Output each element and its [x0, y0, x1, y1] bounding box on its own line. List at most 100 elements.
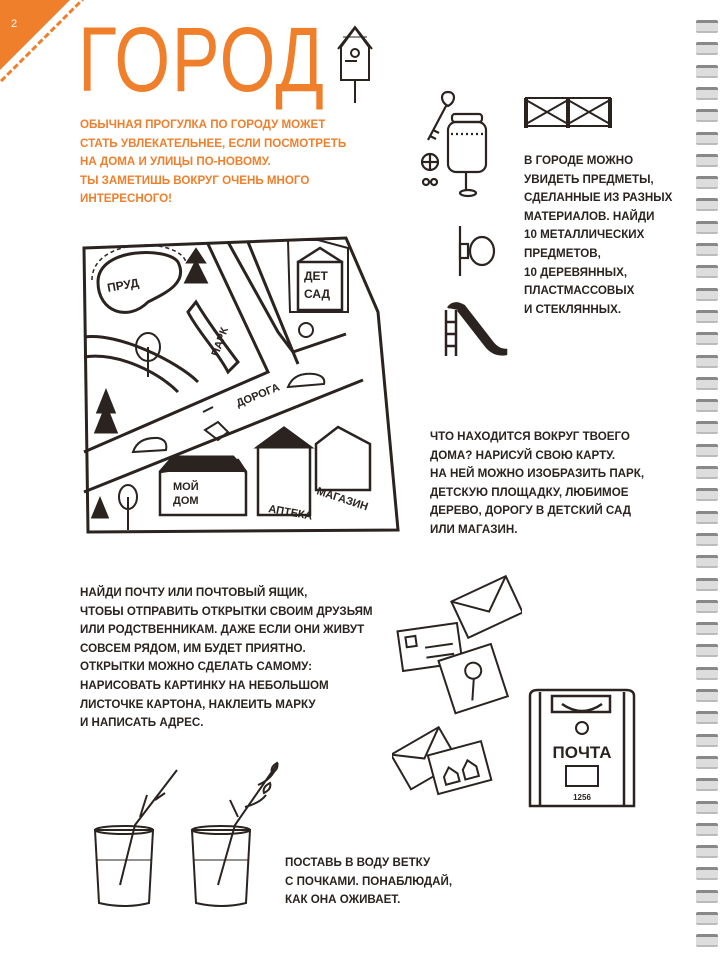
intro-text: ОБЫЧНАЯ ПРОГУЛКА ПО ГОРОДУ МОЖЕТ СТАТЬ УВ…: [80, 116, 346, 209]
fence-icon: [524, 97, 612, 128]
spiral-ring: [696, 421, 718, 435]
spiral-ring: [696, 622, 718, 636]
spiral-ring: [696, 376, 718, 390]
spiral-ring: [696, 934, 718, 948]
branch-task-line: С ПОЧКАМИ. ПОНАБЛЮДАЙ,: [285, 874, 453, 888]
door-knob-icon: [458, 226, 496, 276]
spiral-ring: [696, 778, 718, 792]
post-task-line: ЛИСТОЧКЕ КАРТОНА, НАКЛЕИТЬ МАРКУ: [80, 697, 316, 711]
materials-line: ПЛАСТМАССОВЫХ: [524, 284, 635, 298]
spiral-ring: [696, 845, 718, 859]
intro-line: ИНТЕРЕСНОГО!: [80, 192, 173, 206]
map-label-home: МОЙ: [173, 480, 199, 493]
key-icon: [427, 90, 456, 141]
intro-line: СТАТЬ УВЛЕКАТЕЛЬНЕЕ, ЕСЛИ ПОСМОТРЕТЬ: [80, 136, 347, 150]
map-task-line: ИЛИ МАГАЗИН.: [430, 522, 518, 536]
spiral-ring: [696, 889, 718, 903]
materials-text: В ГОРОДЕ МОЖНО УВИДЕТЬ ПРЕДМЕТЫ, СДЕЛАННЫЕ…: [524, 152, 672, 319]
spiral-ring: [696, 176, 718, 190]
materials-line: УВИДЕТЬ ПРЕДМЕТЫ,: [524, 172, 654, 186]
mailbox-number: 1256: [573, 793, 591, 802]
spiral-ring: [696, 198, 718, 212]
map-task-line: ДЕТСКУЮ ПЛОЩАДКУ, ЛЮБИМОЕ: [430, 485, 629, 499]
spiral-ring: [696, 20, 718, 33]
spiral-ring: [696, 755, 718, 769]
spiral-ring: [696, 733, 718, 747]
spiral-ring: [696, 443, 718, 457]
spiral-ring: [696, 510, 718, 524]
branch-task-line: ПОСТАВЬ В ВОДУ ВЕТКУ: [285, 856, 431, 869]
spiral-ring: [696, 644, 718, 658]
spiral-ring: [696, 86, 718, 100]
glass-with-branch-left: [93, 769, 178, 907]
materials-line: 10 МЕТАЛЛИЧЕСКИХ: [524, 228, 645, 242]
spiral-ring: [696, 42, 718, 56]
post-task-text: НАЙДИ ПОЧТУ ИЛИ ПОЧТОВЫЙ ЯЩИК, ЧТОБЫ ОТПР…: [80, 584, 373, 733]
map-label-park: ПАРК: [210, 326, 232, 358]
corner-tab: [0, 0, 70, 70]
spiral-binding: [690, 0, 720, 953]
post-task-line: ИЛИ РОДСТВЕННИКАМ. ДАЖЕ ЕСЛИ ОНИ ЖИВУТ: [80, 623, 365, 637]
postcards-drawing: [392, 574, 522, 796]
materials-line: 10 ДЕРЕВЯННЫХ,: [524, 265, 628, 279]
page-title: ГОРОД: [78, 9, 326, 111]
map-task-line: ДОМА? НАРИСУЙ СВОЮ КАРТУ.: [430, 448, 616, 462]
trash-bin-icon: [420, 112, 488, 198]
city-map-drawing: ПРУД ПАРК ДЕТ САД ДОРОГА МОЙ ДОМ МАГАЗИН…: [82, 236, 400, 534]
spiral-ring: [696, 488, 718, 502]
map-label-pharmacy: АПТЕКА: [267, 503, 313, 523]
spiral-ring: [696, 711, 718, 725]
materials-line: ПРЕДМЕТОВ,: [524, 246, 601, 260]
map-label-kindergarten: САД: [304, 287, 330, 301]
mailbox-label: ПОЧТА: [553, 743, 612, 762]
spiral-ring: [696, 577, 718, 591]
birdhouse-icon: [337, 25, 373, 103]
mailbox-drawing: ПОЧТА 1256: [528, 688, 636, 808]
spiral-ring: [696, 532, 718, 546]
spiral-ring: [696, 466, 718, 479]
spiral-ring: [696, 867, 718, 881]
map-label-home: ДОМ: [173, 495, 199, 507]
materials-line: И СТЕКЛЯННЫХ.: [524, 302, 622, 316]
spiral-ring: [696, 64, 718, 78]
slide-icon: [444, 302, 508, 356]
spiral-ring: [696, 800, 718, 814]
post-task-line: ОТКРЫТКИ МОЖНО СДЕЛАТЬ САМОМУ:: [80, 660, 312, 674]
materials-line: СДЕЛАННЫЕ ИЗ РАЗНЫХ: [524, 191, 673, 205]
post-task-line: И НАПИСАТЬ АДРЕС.: [80, 716, 204, 730]
map-label-road: ДОРОГА: [235, 382, 282, 410]
spiral-ring: [696, 354, 718, 368]
intro-line: ОБЫЧНАЯ ПРОГУЛКА ПО ГОРОДУ МОЖЕТ: [80, 118, 326, 131]
map-task-line: ДЕРЕВО, ДОРОГУ В ДЕТСКИЙ САД: [430, 504, 632, 518]
map-task-text: ЧТО НАХОДИТСЯ ВОКРУГ ТВОЕГО ДОМА? НАРИСУЙ…: [430, 428, 644, 540]
map-label-pond: ПРУД: [106, 276, 140, 295]
spiral-ring: [696, 666, 718, 680]
spiral-ring: [696, 689, 718, 702]
post-task-line: НАРИСОВАТЬ КАРТИНКУ НА НЕБОЛЬШОМ: [80, 678, 329, 692]
spiral-ring: [696, 243, 718, 256]
materials-line: В ГОРОДЕ МОЖНО: [524, 154, 634, 167]
spiral-ring: [696, 332, 718, 346]
glass-with-branch-right: [190, 761, 279, 907]
map-label-kindergarten: ДЕТ: [304, 269, 329, 283]
map-task-line: ЧТО НАХОДИТСЯ ВОКРУГ ТВОЕГО: [430, 430, 630, 443]
spiral-ring: [696, 109, 718, 123]
spiral-ring: [696, 220, 718, 234]
spiral-ring: [696, 265, 718, 279]
spiral-ring: [696, 822, 718, 836]
branch-task-line: КАК ОНА ОЖИВАЕТ.: [285, 893, 401, 907]
page-number: 2: [11, 18, 18, 30]
spiral-ring: [696, 555, 718, 569]
spiral-ring: [696, 912, 718, 925]
map-task-line: НА НЕЙ МОЖНО ИЗОБРАЗИТЬ ПАРК,: [430, 467, 645, 481]
post-task-line: НАЙДИ ПОЧТУ ИЛИ ПОЧТОВЫЙ ЯЩИК,: [80, 586, 308, 599]
materials-line: МАТЕРИАЛОВ. НАЙДИ: [524, 209, 655, 223]
spiral-ring: [696, 399, 718, 413]
spiral-ring: [696, 153, 718, 167]
intro-line: ТЫ ЗАМЕТИШЬ ВОКРУГ ОЧЕНЬ МНОГО: [80, 173, 310, 187]
spiral-ring: [696, 131, 718, 145]
intro-line: НА ДОМА И УЛИЦЫ ПО-НОВОМУ.: [80, 155, 271, 169]
post-task-line: ЧТОБЫ ОТПРАВИТЬ ОТКРЫТКИ СВОИМ ДРУЗЬЯМ: [80, 604, 373, 618]
spiral-ring: [696, 287, 718, 301]
spiral-ring: [696, 309, 718, 323]
